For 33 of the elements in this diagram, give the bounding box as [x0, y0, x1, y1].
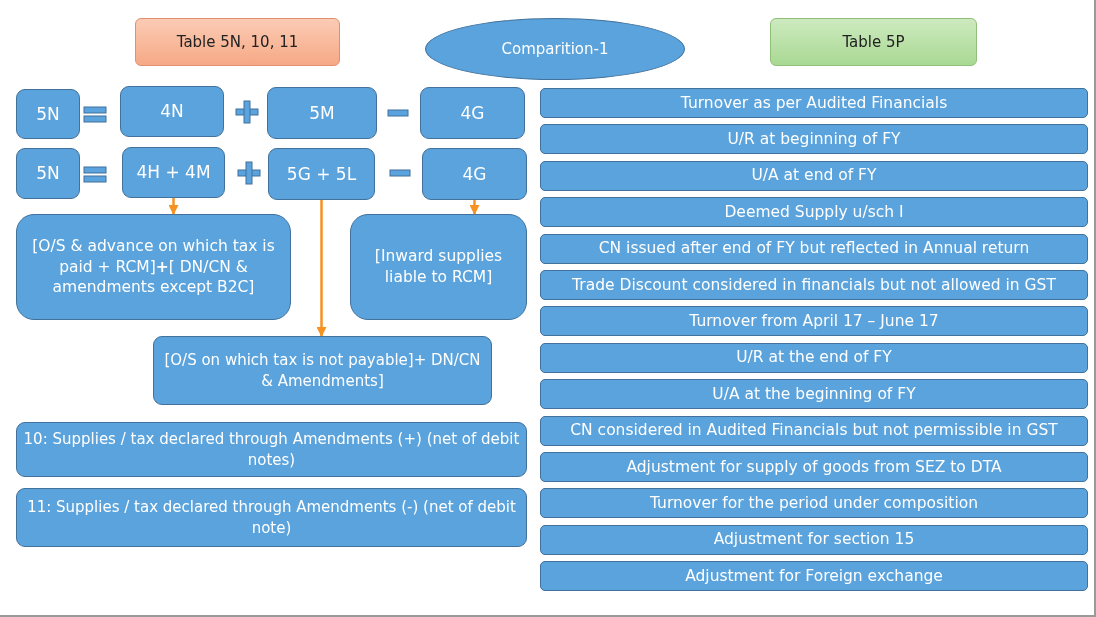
term-box: 11: Supplies / tax declared through Amendments (-) (net of debit note)	[16, 488, 527, 547]
list-item-box: Deemed Supply u/sch I	[540, 197, 1088, 228]
list-item-box: U/A at the beginning of FY	[540, 379, 1088, 410]
arrow	[168, 198, 179, 215]
title-ellipse: Comparition-1	[425, 18, 685, 80]
list-item-box: Turnover from April 17 – June 17	[540, 306, 1088, 337]
list-item-box: U/R at the end of FY	[540, 342, 1088, 373]
term-box: [O/S on which tax is not payable]+ DN/CN & Amendments]	[153, 336, 492, 405]
arrow	[469, 200, 480, 215]
table-heading-box: Table 5N, 10, 11	[135, 18, 340, 66]
term-box: 4G	[420, 87, 525, 139]
list-item-box: CN issued after end of FY but reflected in Annual return	[540, 233, 1088, 264]
list-item-box: Turnover for the period under composition	[540, 488, 1088, 519]
table-heading-box: Table 5P	[770, 18, 977, 66]
term-box: 10: Supplies / tax declared through Amendments (+) (net of debit notes)	[16, 422, 527, 477]
description-box: [O/S & advance on which tax is paid + RCM]+[ DN/CN & amendments except B2C]	[16, 214, 291, 320]
term-box: 4H + 4M	[122, 147, 225, 198]
term-box: 5M	[267, 87, 377, 139]
list-item-box: Turnover as per Audited Financials	[540, 88, 1088, 118]
list-item-box: Trade Discount considered in financials but not allowed in GST	[540, 270, 1088, 300]
list-item-box: Adjustment for Foreign exchange	[540, 561, 1088, 592]
term-box: 5G + 5L	[268, 148, 375, 200]
list-item-box: U/R at beginning of FY	[540, 124, 1088, 155]
description-box: [Inward supplies liable to RCM]	[350, 214, 527, 320]
list-item-box: U/A at end of FY	[540, 160, 1088, 191]
term-box: 5N	[16, 89, 80, 139]
arrow	[316, 200, 327, 337]
list-item-box: CN considered in Audited Financials but not permissible in GST	[540, 415, 1088, 446]
list-item-box: Adjustment for section 15	[540, 524, 1088, 555]
list-item-box: Adjustment for supply of goods from SEZ to DTA	[540, 452, 1088, 482]
term-box: 5N	[16, 148, 80, 199]
term-box: 4G	[422, 148, 527, 200]
term-box: 4N	[120, 86, 224, 137]
